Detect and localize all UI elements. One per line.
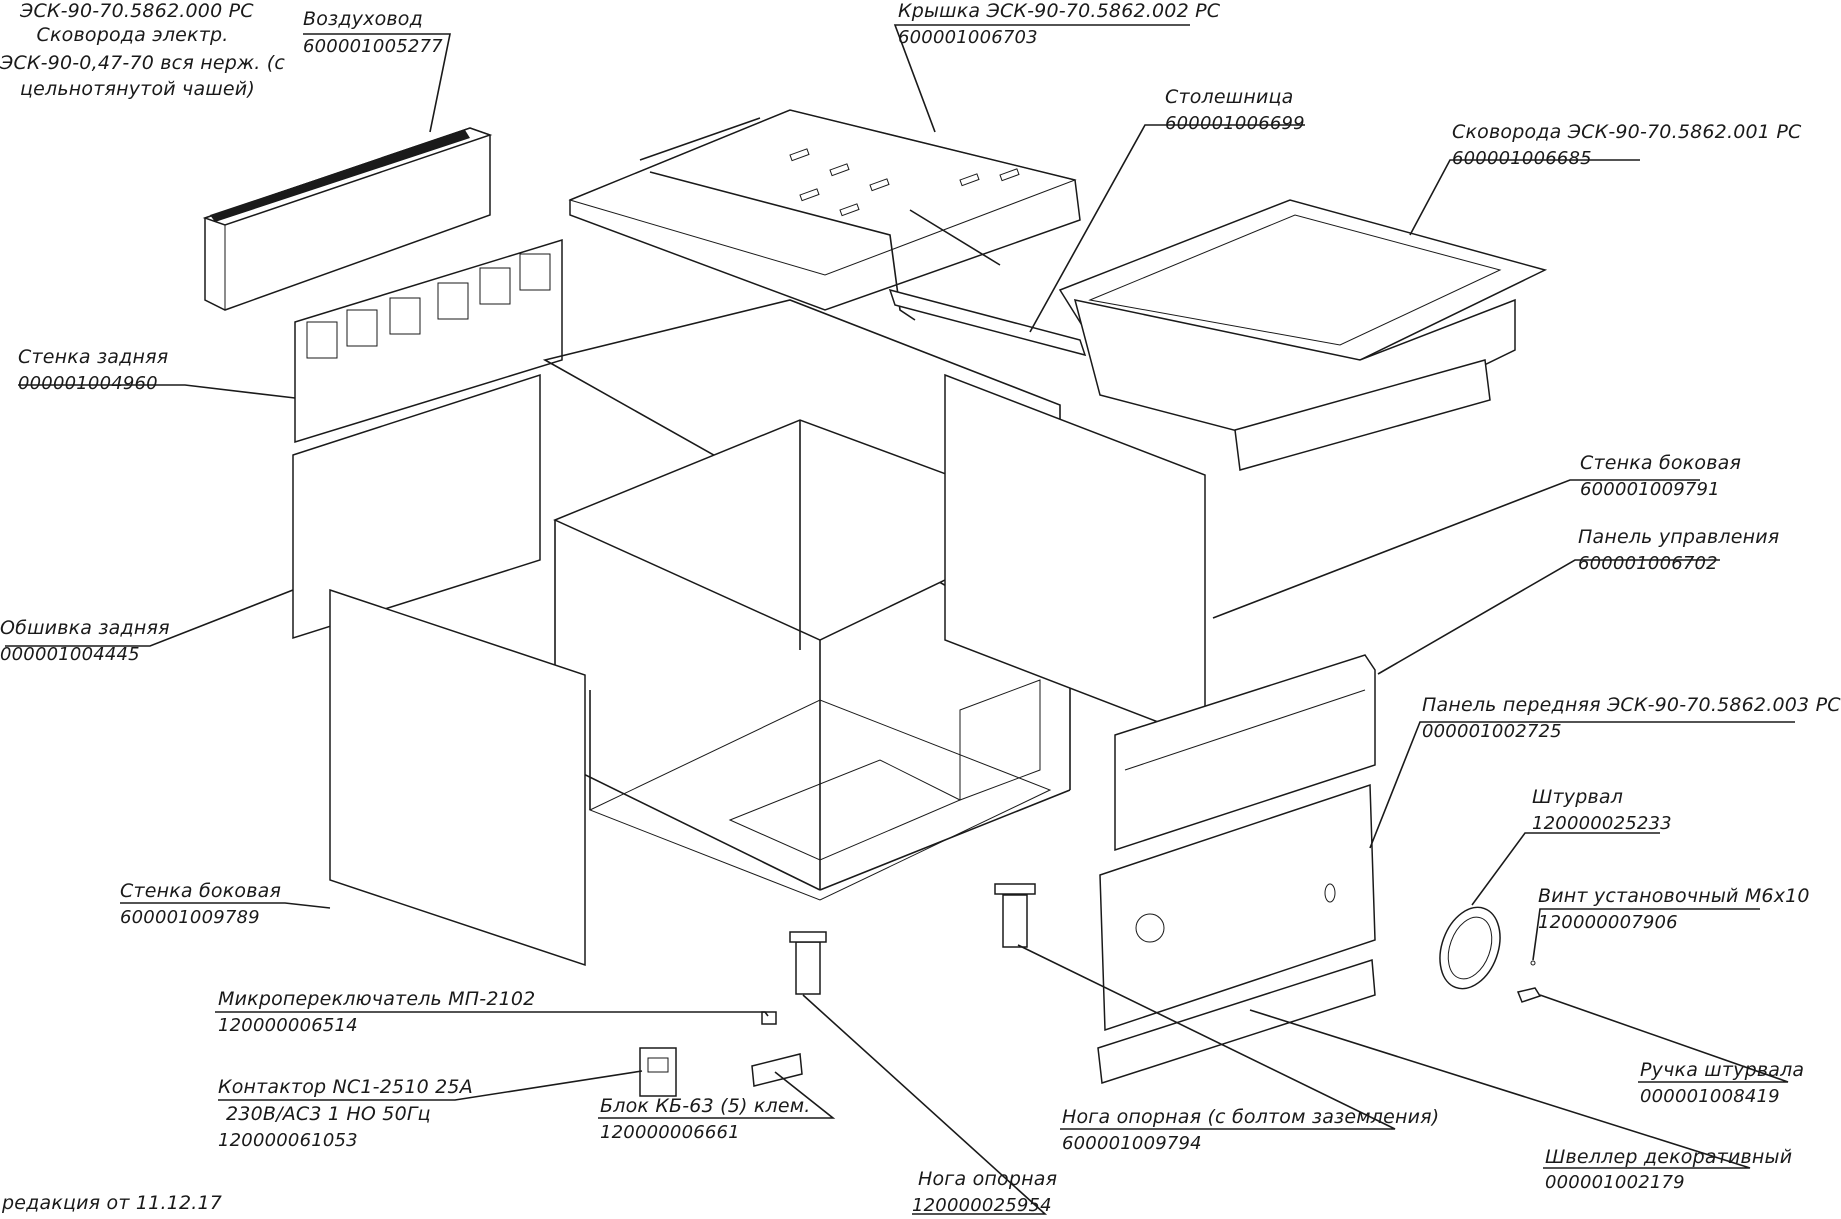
tabletop-name: Столешница — [1165, 86, 1294, 108]
microswitch-code: 120000006514 — [218, 1015, 358, 1036]
side-wall-right-part — [944, 373, 1206, 742]
handwheel-name: Штурвал — [1532, 786, 1624, 808]
air-duct-part — [202, 127, 493, 311]
handwheel-part — [1439, 906, 1501, 990]
air-duct-code: 600001005277 — [303, 36, 443, 57]
contactor-name-line2: 230В/АС3 1 НО 50Гц — [226, 1103, 431, 1125]
set-screw-part — [1530, 960, 1536, 966]
decor-channel-part — [1097, 958, 1376, 1084]
side-wall-right-name: Стенка боковая — [1580, 452, 1742, 474]
contactor-name-line1: Контактор NC1-2510 25А — [218, 1076, 473, 1098]
microswitch-part — [761, 1011, 777, 1025]
tabletop-code: 600001006699 — [1165, 113, 1305, 134]
support-leg-ground-part — [994, 883, 1036, 948]
set-screw-code: 120000007906 — [1538, 912, 1678, 933]
back-cover-name: Обшивка задняя — [0, 617, 170, 639]
pan-name: Сковорода ЭСК-90-70.5862.001 РС — [1452, 121, 1802, 143]
assembly-code-label: ЭСК-90-70.5862.000 РС — [20, 0, 254, 22]
side-wall-left-part — [329, 588, 586, 967]
decor-channel-name: Швеллер декоративный — [1545, 1146, 1793, 1168]
front-panel-part — [1099, 783, 1376, 1032]
control-panel-part — [1114, 654, 1376, 852]
wheel-handle-code: 000001008419 — [1640, 1086, 1780, 1107]
pan-part — [1058, 199, 1548, 471]
set-screw-name: Винт установочный М6х10 — [1538, 885, 1810, 907]
side-wall-left-name: Стенка боковая — [120, 880, 282, 902]
pan-code: 600001006685 — [1452, 148, 1592, 169]
tabletop-part — [888, 288, 1087, 357]
support-leg-code: 120000025954 — [912, 1195, 1052, 1216]
wheel-handle-name: Ручка штурвала — [1640, 1059, 1805, 1081]
assembly-title-line3: цельнотянутой чашей) — [20, 78, 255, 100]
microswitch-name: Микропереключатель МП-2102 — [218, 988, 536, 1010]
assembly-title-line2: ЭСК-90-0,47-70 вся нерж. (с — [0, 52, 286, 74]
support-leg-part — [789, 931, 827, 995]
back-wall-name: Стенка задняя — [18, 346, 169, 368]
leader-lines — [5, 24, 1795, 1215]
decor-channel-code: 000001002179 — [1545, 1172, 1685, 1193]
exploded-assembly-drawing — [5, 24, 1795, 1215]
support-leg-ground-name: Нога опорная (с болтом заземления) — [1062, 1106, 1440, 1128]
front-panel-name: Панель передняя ЭСК-90-70.5862.003 РС — [1422, 694, 1841, 716]
revision-label: редакция от 11.12.17 — [2, 1192, 223, 1214]
terminal-block-part — [751, 1053, 803, 1087]
control-panel-name: Панель управления — [1578, 526, 1780, 548]
lid-name: Крышка ЭСК-90-70.5862.002 РС — [898, 0, 1221, 22]
support-leg-ground-code: 600001009794 — [1062, 1133, 1202, 1154]
back-wall-part — [294, 238, 563, 444]
side-wall-left-code: 600001009789 — [120, 907, 260, 928]
air-duct-name: Воздуховод — [303, 8, 423, 30]
front-panel-code: 000001002725 — [1422, 721, 1562, 742]
terminal-block-name: Блок КБ-63 (5) клем. — [600, 1095, 811, 1117]
assembly-title-line1: Сковорода электр. — [36, 24, 229, 46]
back-wall-code: 000001004960 — [18, 373, 158, 394]
side-wall-right-code: 600001009791 — [1580, 479, 1720, 500]
lid-part — [568, 109, 1081, 321]
contactor-part — [639, 1047, 677, 1097]
back-cover-code: 000001004445 — [0, 644, 140, 665]
handwheel-code: 120000025233 — [1532, 813, 1672, 834]
control-panel-code: 600001006702 — [1578, 553, 1718, 574]
contactor-code: 120000061053 — [218, 1130, 358, 1151]
lid-code: 600001006703 — [898, 27, 1038, 48]
support-leg-name: Нога опорная — [918, 1168, 1058, 1190]
back-cover-part — [292, 373, 541, 640]
terminal-block-code: 120000006661 — [600, 1122, 740, 1143]
wheel-handle-part — [1516, 987, 1542, 1003]
